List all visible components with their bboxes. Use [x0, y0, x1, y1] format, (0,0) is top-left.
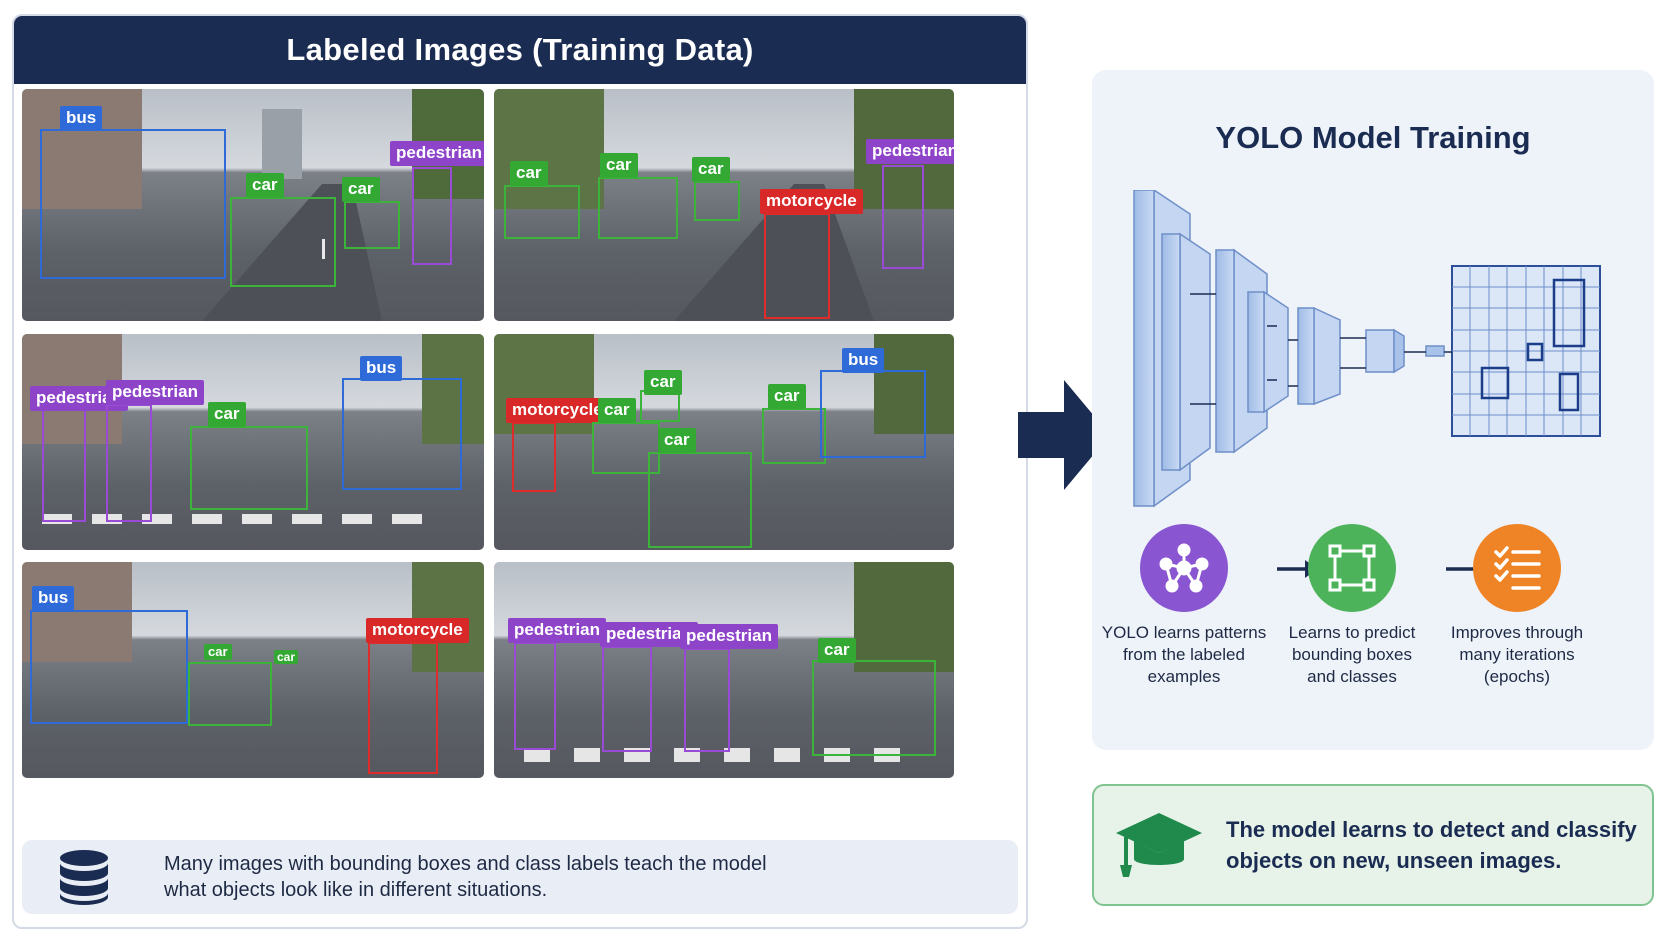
bbox-car [762, 408, 826, 464]
info-text: Many images with bounding boxes and clas… [164, 853, 767, 901]
training-image-3: pedestrian pedestrian car bus [22, 334, 484, 550]
label-pedestrian: pedestrian [866, 139, 954, 164]
summary-callout: The model learns to detect and classify … [1092, 784, 1654, 906]
training-data-panel: Labeled Images (Training Data) bus car c… [12, 14, 1028, 929]
label-motorcycle: motorcycle [506, 398, 609, 423]
training-image-4: motorcycle car car car car bus [494, 334, 954, 550]
bbox-pedestrian [106, 404, 152, 522]
label-pedestrian: pedestrian [508, 618, 606, 643]
network-nodes-icon [1140, 524, 1228, 612]
bbox-pedestrian [602, 646, 652, 752]
label-pedestrian: pedestrian [106, 380, 204, 405]
step-text-line: and classes [1307, 667, 1397, 686]
arrow-right-icon [1018, 380, 1110, 490]
label-car: car [274, 650, 299, 664]
panel-title: Labeled Images (Training Data) [14, 16, 1026, 84]
bbox-pedestrian [684, 648, 730, 752]
step-text-line: YOLO learns patterns [1101, 623, 1267, 642]
training-image-5: bus car car motorcycle [22, 562, 484, 778]
bbox-car [694, 181, 740, 221]
bbox-motorcycle [368, 642, 438, 774]
bounding-box-icon [1308, 524, 1396, 612]
panel-title: YOLO Model Training [1215, 120, 1531, 155]
bbox-pedestrian [42, 406, 86, 522]
label-bus: bus [60, 106, 103, 131]
step-text-line: Improves through [1450, 623, 1584, 642]
label-car: car [658, 428, 696, 453]
bbox-pedestrian [412, 167, 452, 265]
database-icon [60, 850, 108, 905]
step-learn-patterns: YOLO learns patterns from the labeled ex… [1034, 524, 1334, 688]
label-bus: bus [842, 348, 885, 373]
info-bar: Many images with bounding boxes and clas… [22, 840, 1018, 914]
training-image-1: bus car car pedestrian [22, 89, 484, 321]
checklist-icon [1473, 524, 1561, 612]
label-car: car [510, 161, 548, 186]
bbox-bus [342, 378, 462, 490]
label-car: car [598, 398, 636, 423]
step-predict-boxes: Learns to predict bounding boxes and cla… [1220, 524, 1484, 688]
label-car: car [208, 402, 246, 427]
bbox-pedestrian [882, 165, 924, 269]
bbox-motorcycle [764, 213, 830, 319]
bbox-pedestrian [514, 642, 556, 750]
label-car: car [600, 153, 638, 178]
bbox-bus [30, 610, 188, 724]
step-text-line: examples [1147, 667, 1221, 686]
step-text-line: bounding boxes [1291, 645, 1413, 664]
bbox-bus [40, 129, 226, 279]
callout-text: The model learns to detect and classify … [1226, 817, 1637, 873]
bbox-car [188, 662, 272, 726]
bbox-motorcycle [512, 422, 556, 492]
label-car: car [818, 638, 856, 663]
label-car: car [342, 177, 380, 202]
model-training-panel: YOLO Model Training [1092, 70, 1654, 750]
label-bus: bus [32, 586, 75, 611]
bbox-bus [820, 370, 926, 458]
bbox-car [598, 177, 678, 239]
bbox-car [648, 452, 752, 548]
bbox-car [344, 201, 400, 249]
label-car: car [768, 384, 806, 409]
label-pedestrian: pedestrian [390, 141, 484, 166]
label-car: car [692, 157, 730, 182]
label-pedestrian: pedestrian [680, 624, 778, 649]
training-image-2: car car car motorcycle pedestrian [494, 89, 954, 321]
step-text-line: from the labeled [1123, 645, 1245, 664]
bbox-car [812, 660, 936, 756]
label-motorcycle: motorcycle [366, 618, 469, 643]
training-image-6: pedestrian pedestrian pedestrian car [494, 562, 954, 778]
label-car: car [204, 644, 232, 660]
step-text-line: many iterations [1459, 645, 1575, 664]
neural-network-diagram [1133, 190, 1601, 508]
bbox-car [504, 185, 580, 239]
bbox-car [190, 426, 308, 510]
label-car: car [644, 370, 682, 395]
step-text-line: (epochs) [1483, 667, 1551, 686]
label-car: car [246, 173, 284, 198]
step-text-line: Learns to predict [1288, 623, 1416, 642]
label-motorcycle: motorcycle [760, 189, 863, 214]
graduation-cap-icon [1116, 813, 1202, 877]
bbox-car [230, 197, 336, 287]
step-improve-iterations: Improves through many iterations (epochs… [1386, 524, 1648, 688]
label-bus: bus [360, 356, 403, 381]
